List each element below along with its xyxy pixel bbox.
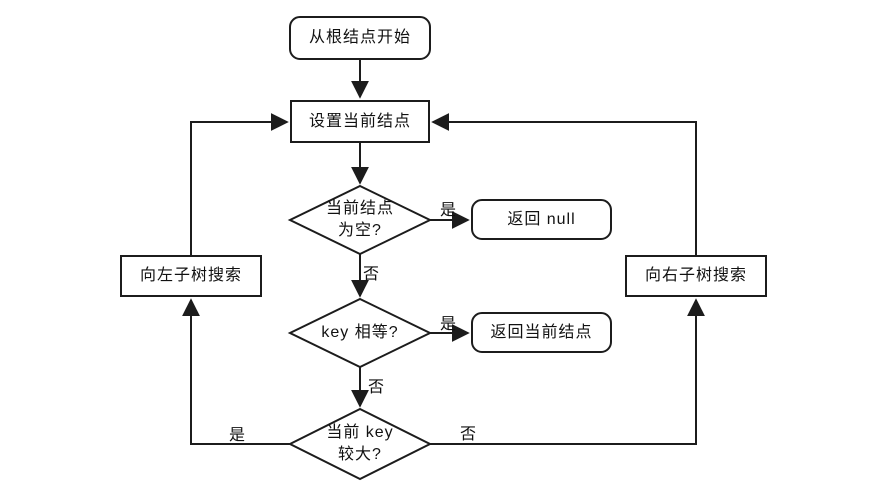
node-search-left: 向左子树搜索 <box>120 255 262 297</box>
edge-label-empty-no: 否 <box>362 266 379 283</box>
node-search-right: 向右子树搜索 <box>625 255 767 297</box>
edge-check-key-greater-yes-to-search-left <box>182 298 290 445</box>
node-start-label: 从根结点开始 <box>308 29 411 47</box>
decision-check-empty-shape <box>287 184 433 256</box>
edge-check-key-greater-no-to-search-right <box>430 298 705 445</box>
edge-label-greater-yes: 是 <box>228 427 245 444</box>
node-return-current: 返回当前结点 <box>471 312 612 353</box>
node-return-null: 返回 null <box>471 199 612 240</box>
decision-check-key-equal-shape <box>287 297 433 369</box>
edge-label-empty-yes: 是 <box>439 202 456 219</box>
node-check-key-greater-label: 当前 key 较大? <box>326 423 394 463</box>
edge-label-equal-yes: 是 <box>439 316 456 333</box>
node-check-key-equal-label: key 相等? <box>321 323 399 341</box>
node-search-right-label: 向右子树搜索 <box>644 267 747 285</box>
node-return-null-label: 返回 null <box>507 210 576 228</box>
node-set-current-label: 设置当前结点 <box>308 112 411 130</box>
edge-search-right-to-set-current <box>431 113 697 255</box>
node-search-left-label: 向左子树搜索 <box>139 267 242 285</box>
node-check-empty-label: 当前结点 为空? <box>325 199 394 239</box>
node-set-current: 设置当前结点 <box>290 100 430 143</box>
node-start: 从根结点开始 <box>289 16 431 60</box>
edge-label-greater-no: 否 <box>459 426 476 443</box>
edge-search-left-to-set-current <box>190 113 289 255</box>
edge-label-equal-no: 否 <box>367 379 384 396</box>
node-return-current-label: 返回当前结点 <box>490 323 593 341</box>
decision-check-key-greater-shape <box>287 407 433 481</box>
